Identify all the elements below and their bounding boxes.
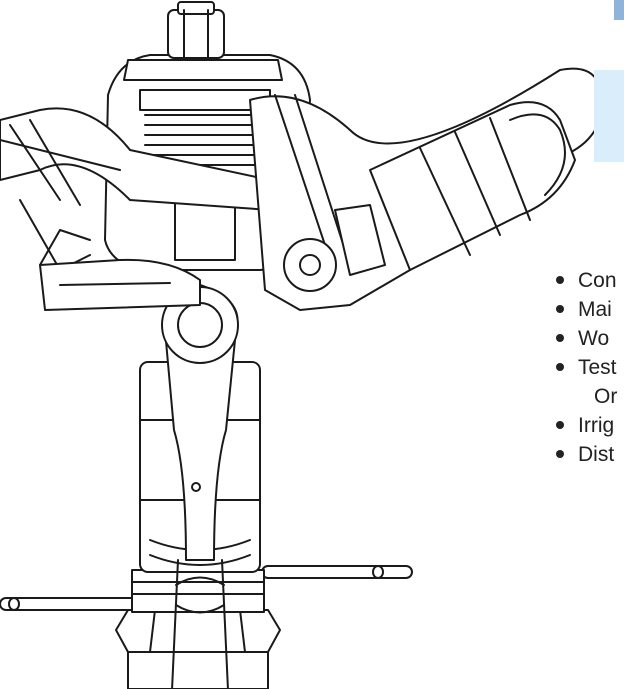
accent-bar	[614, 0, 624, 20]
list-item-text: Test	[578, 356, 617, 379]
bullet-icon	[556, 421, 564, 429]
bullet-icon	[556, 450, 564, 458]
list-item-text: Irrig	[578, 414, 615, 437]
bullet-icon	[556, 305, 564, 313]
base-bracket	[39, 258, 201, 311]
hex-nut	[115, 609, 281, 653]
list-item: Mai	[552, 295, 624, 324]
list-item: Wo	[552, 324, 624, 353]
list-item-text: Con	[578, 269, 617, 292]
left-stake	[0, 597, 141, 611]
list-item: Dist	[552, 440, 624, 469]
cap	[167, 9, 225, 59]
list-item-continuation: Or	[594, 385, 618, 408]
deflector-spoon	[369, 101, 576, 271]
range-nozzle	[334, 204, 386, 276]
list-item: Irrig	[552, 411, 624, 440]
list-item-text: Mai	[578, 298, 612, 321]
coupling	[131, 569, 265, 613]
callout-box	[594, 70, 624, 162]
bullet-icon	[556, 276, 564, 284]
list-item-text: Dist	[578, 443, 615, 466]
bullet-icon	[556, 334, 564, 342]
right-stake	[261, 565, 413, 579]
spring	[144, 114, 266, 166]
wire-loop	[171, 559, 229, 689]
bullet-icon	[556, 363, 564, 371]
list-item-text: Wo	[578, 327, 610, 350]
list-item: Con	[552, 266, 624, 295]
